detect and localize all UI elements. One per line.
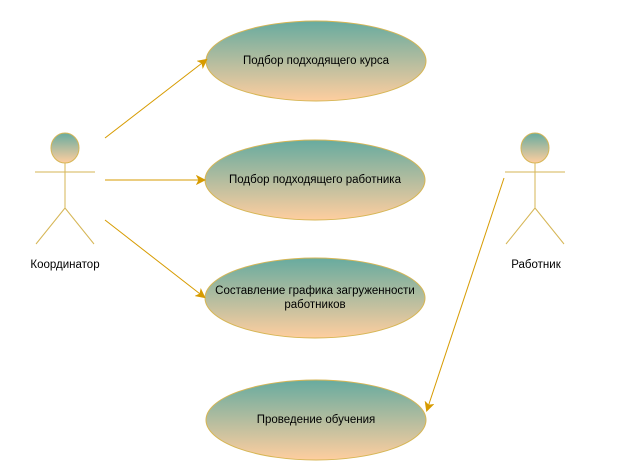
use-case-label-uc2: Подбор подходящего работника — [229, 174, 401, 186]
use-case-label-uc3: Составление графика загруженности работн… — [215, 285, 415, 311]
use-case-label-uc4: Проведение обучения — [256, 414, 376, 426]
actor-figure-worker[interactable] — [505, 132, 565, 245]
use-case-label-uc1: Подбор подходящего курса — [242, 55, 390, 67]
actor-label-worker: Работник — [511, 259, 561, 271]
association-worker-uc4[interactable] — [427, 177, 505, 410]
actor-label-coordinator: Координатор — [30, 259, 100, 271]
actor-figure-coordinator[interactable] — [35, 132, 95, 245]
association-coordinator-uc1[interactable] — [104, 60, 206, 139]
association-coordinator-uc3[interactable] — [104, 219, 204, 297]
use-case-ellipse-uc4[interactable] — [205, 379, 427, 461]
